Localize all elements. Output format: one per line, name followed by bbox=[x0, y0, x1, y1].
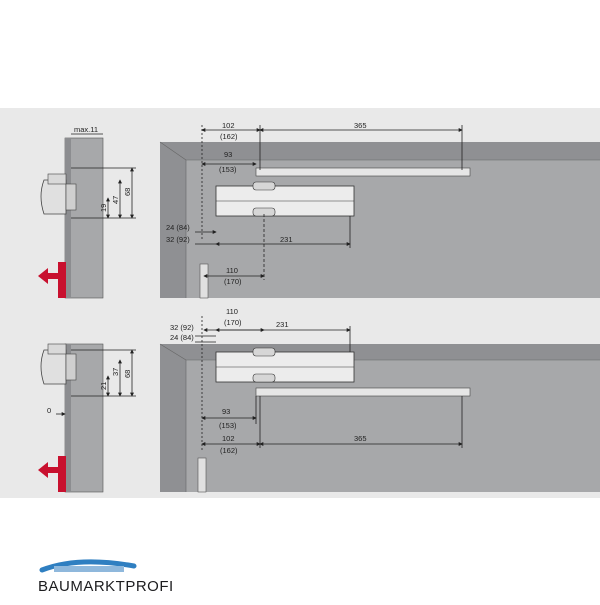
top-dim-19: 19 bbox=[99, 204, 108, 212]
top-dim-170: (170) bbox=[224, 277, 242, 286]
bottom-red-arrow bbox=[38, 462, 58, 478]
top-dim-47: 47 bbox=[111, 196, 120, 204]
logo-roof-icon bbox=[39, 559, 137, 573]
top-side-dimensions: max.11 68 47 19 bbox=[71, 125, 136, 219]
top-dim-24-84: 24 (84) bbox=[166, 223, 190, 232]
bottom-dim-231: 231 bbox=[276, 320, 289, 329]
bottom-side-dimensions: 68 37 21 0 bbox=[47, 349, 136, 416]
top-dim-365: 365 bbox=[354, 121, 367, 130]
top-front-dimensions: 102 (162) 365 93 (153) 24 (84) 32 (92) 2… bbox=[166, 121, 463, 286]
bottom-dim-102: 102 bbox=[222, 434, 235, 443]
top-dim-max: max.11 bbox=[74, 125, 98, 134]
bottom-dim-24-84: 24 (84) bbox=[170, 333, 194, 342]
top-dim-231: 231 bbox=[280, 235, 293, 244]
bottom-dim-170: (170) bbox=[224, 318, 242, 327]
bottom-dim-0: 0 bbox=[47, 406, 51, 415]
bottom-dim-162: (162) bbox=[220, 446, 238, 455]
top-dim-102: 102 bbox=[222, 121, 235, 130]
top-dim-93: 93 bbox=[224, 150, 232, 159]
brand-logo: BAUMARKTPROFI bbox=[38, 552, 173, 598]
bottom-dim-68: 68 bbox=[123, 370, 132, 378]
top-front-frame bbox=[159, 141, 600, 299]
bottom-dim-93: 93 bbox=[222, 407, 230, 416]
bottom-dim-32-92: 32 (92) bbox=[170, 323, 194, 332]
top-dim-32-92: 32 (92) bbox=[166, 235, 190, 244]
logo-text: BAUMARKTPROFI bbox=[38, 578, 174, 595]
bottom-dim-21: 21 bbox=[99, 382, 108, 390]
top-red-arrow bbox=[38, 268, 58, 284]
bottom-red-stop bbox=[58, 456, 66, 492]
bottom-front-dimensions: 32 (92) 24 (84) 110 (170) 231 93 (153) 1… bbox=[170, 307, 463, 455]
bottom-side-section bbox=[38, 343, 104, 493]
bottom-dim-153: (153) bbox=[219, 421, 237, 430]
top-dim-153: (153) bbox=[219, 165, 237, 174]
bottom-dim-37: 37 bbox=[111, 368, 120, 376]
top-dim-110: 110 bbox=[226, 266, 238, 275]
bottom-front-frame bbox=[159, 343, 600, 493]
top-dim-68: 68 bbox=[123, 188, 132, 196]
top-dim-162: (162) bbox=[220, 132, 238, 141]
top-red-stop bbox=[58, 262, 66, 298]
bottom-dim-110: 110 bbox=[226, 307, 238, 316]
bottom-dim-365: 365 bbox=[354, 434, 367, 443]
